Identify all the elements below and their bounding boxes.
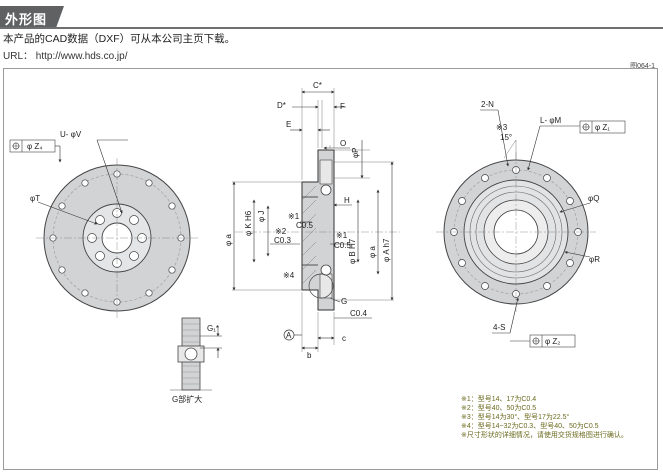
label-z1: φ Z₁ [595, 123, 610, 132]
label-k: φ K H6 [244, 210, 253, 236]
left-face-view [9, 139, 198, 318]
label-note3: ※3 [496, 123, 508, 132]
label-z4: φ Z₄ [27, 142, 43, 151]
label-d: D* [277, 101, 286, 110]
label-a-left: φ a [224, 234, 233, 246]
label-c05a: C0.5 [296, 221, 313, 230]
label-c03: C0.3 [274, 236, 291, 245]
header-tab [0, 6, 56, 28]
footnote-2: ※2：型号40、50为C0.5 [461, 405, 537, 412]
detail-g [170, 317, 222, 391]
label-c04: C0.4 [350, 309, 367, 318]
label-note4: ※4 [283, 271, 295, 280]
figure-id: 图064-1 [630, 63, 655, 70]
cad-note: 本产品的CAD数据（DXF）可从本公司主页下载。 [3, 33, 236, 45]
label-b-dim: b [307, 351, 312, 360]
right-face-view [436, 109, 626, 348]
label-note2: ※2 [275, 227, 287, 236]
label-2n: 2-N [481, 100, 494, 109]
label-q: φQ [588, 194, 599, 203]
label-note1b: ※1 [336, 231, 348, 240]
label-note1: ※1 [288, 212, 300, 221]
header-rule [0, 27, 663, 29]
label-g1: G₁* [207, 324, 219, 333]
label-e: E [286, 120, 291, 129]
datum-a: A [286, 331, 292, 340]
label-b: φ B H7 [348, 238, 357, 264]
label-c05b: C0.5 [334, 241, 351, 250]
footnote-1: ※1：型号14、17为C0.4 [461, 396, 537, 403]
section-view [232, 88, 400, 352]
label-ah7: φ A h7 [382, 238, 391, 262]
inner-bolt-holes [87, 208, 147, 268]
label-g: G [341, 297, 347, 306]
footnote-4: ※4：型号14~32为C0.3、型号40、50为C0.5 [461, 423, 599, 430]
label-z2: φ Z₂ [545, 337, 560, 346]
label-t: φT [30, 194, 40, 203]
label-u-v: U- φV [60, 130, 82, 139]
label-p: φP [351, 147, 360, 158]
label-o: O [340, 139, 346, 148]
label-r: φR [589, 255, 600, 264]
label-15deg: 15° [500, 133, 512, 142]
detail-caption: G部扩大 [172, 394, 202, 404]
label-c-dim: c [342, 334, 346, 343]
url-line: URL： http://www.hds.co.jp/ [3, 51, 128, 62]
section-title: 外形图 [5, 12, 48, 27]
drawing-frame [3, 68, 658, 470]
section-header: 外形图 [0, 6, 663, 29]
label-h: H [344, 196, 350, 205]
footnote-5: ※尺寸形状的详细情况，请使用交货规格图进行确认。 [461, 432, 628, 439]
dimension-labels: U- φV φ Z₄ φT C* D* F E O φP H ※1 C0.5 ※… [27, 81, 610, 404]
label-j: φ J [257, 211, 266, 222]
label-c: C* [313, 81, 322, 90]
label-4s: 4-S [493, 323, 505, 332]
label-f: F [340, 102, 345, 111]
header-tab-tail [56, 6, 64, 28]
label-a-right: φ a [368, 246, 377, 258]
label-lm: L- φM [540, 116, 562, 125]
footnote-3: ※3：型号14为30°、型号17为22.5° [461, 414, 570, 421]
